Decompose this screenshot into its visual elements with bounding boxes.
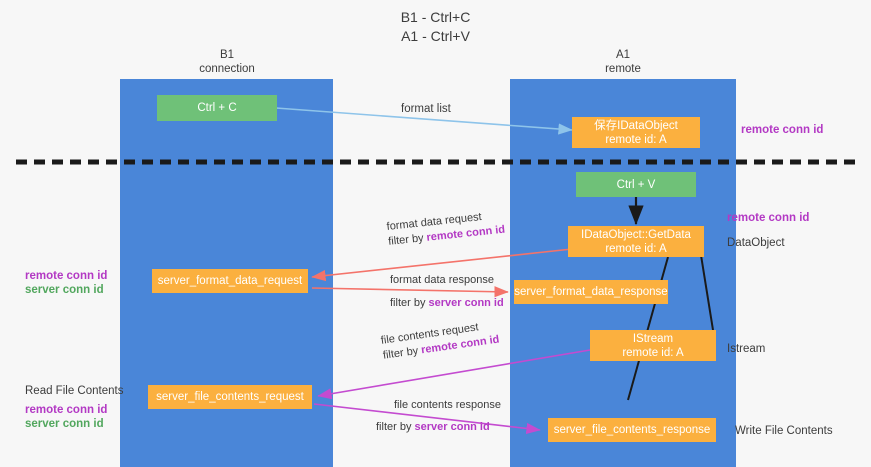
edge-response-istream	[699, 248, 714, 331]
page-title-line2: A1 - Ctrl+V	[401, 28, 470, 44]
node-server-format-data-request[interactable]: server_format_data_request	[152, 269, 308, 293]
node-server-file-contents-request-label: server_file_contents_request	[156, 391, 304, 403]
column-header-right-name: A1	[615, 49, 631, 61]
annotation-left-bottom-remote-conn-id: remote conn id	[25, 404, 108, 416]
edge-label-file-contents-response: file contents response filter by server …	[376, 398, 502, 435]
node-save-idataobject[interactable]: 保存IDataObject remote id: A	[572, 117, 700, 148]
edge-label-format-data-response: format data response filter by server co…	[390, 273, 504, 311]
filter-key-server-conn-id: server conn id	[414, 421, 490, 433]
edge-getdata-down	[627, 256, 669, 401]
node-server-format-data-response[interactable]: server_format_data_response	[514, 280, 668, 304]
node-server-format-data-response-label: server_format_data_response	[514, 286, 668, 298]
edge-label-file-contents-response-filter: filter by server conn id	[376, 420, 501, 435]
annotation-write-file-contents: Write File Contents	[735, 425, 833, 437]
node-ctrl-c[interactable]: Ctrl + C	[157, 95, 277, 121]
node-server-format-data-request-label: server_format_data_request	[157, 275, 303, 287]
edge-label-format-list: format list	[401, 103, 451, 115]
column-header-left-role: connection	[199, 63, 255, 75]
node-ctrl-v-label: Ctrl + V	[616, 178, 656, 191]
edge-label-file-contents-response-main: file contents response	[394, 399, 502, 411]
edge-label-format-data-response-filter: filter by server conn id	[390, 296, 504, 311]
node-istream-line1: IStream	[632, 332, 674, 345]
column-header-right-role: remote	[605, 63, 641, 75]
annotation-read-file-contents: Read File Contents	[25, 385, 124, 397]
annotation-remote-conn-id-top: remote conn id	[741, 124, 824, 136]
node-ctrl-v[interactable]: Ctrl + V	[576, 172, 696, 197]
node-idataobject-getdata[interactable]: IDataObject::GetData remote id: A	[568, 226, 704, 257]
edge-format-data-request	[311, 248, 573, 282]
edge-label-format-data-response-main: format data response	[390, 274, 494, 286]
page-title: B1 - Ctrl+C A1 - Ctrl+V	[0, 8, 871, 46]
annotation-istream: Istream	[727, 343, 766, 355]
node-getdata-line1: IDataObject::GetData	[581, 228, 691, 241]
edge-format-list	[275, 107, 573, 135]
node-istream[interactable]: IStream remote id: A	[590, 330, 716, 361]
annotation-left-bottom-server-conn-id: server conn id	[25, 418, 104, 430]
annotation-left-mid-remote-conn-id: remote conn id	[25, 270, 108, 282]
node-getdata-line2: remote id: A	[605, 242, 667, 255]
column-header-left: B1 connection	[146, 48, 308, 76]
annotation-dataobject: DataObject	[727, 237, 785, 249]
column-header-left-name: B1	[219, 49, 235, 61]
column-header-right: A1 remote	[542, 48, 704, 76]
node-server-file-contents-response[interactable]: server_file_contents_response	[548, 418, 716, 442]
node-save-idataobject-line1: 保存IDataObject	[594, 119, 678, 132]
node-server-file-contents-response-label: server_file_contents_response	[553, 424, 711, 436]
annotation-left-mid-server-conn-id: server conn id	[25, 284, 104, 296]
node-ctrl-c-label: Ctrl + C	[197, 102, 237, 114]
node-save-idataobject-line2: remote id: A	[605, 133, 667, 146]
page-title-line1: B1 - Ctrl+C	[400, 9, 471, 25]
node-server-file-contents-request[interactable]: server_file_contents_request	[148, 385, 312, 409]
annotation-remote-conn-id-mid: remote conn id	[727, 212, 810, 224]
filter-prefix: filter by	[387, 231, 428, 248]
filter-prefix: filter by	[376, 421, 415, 433]
edge-file-contents-request	[317, 349, 591, 400]
edge-file-contents-response	[313, 403, 541, 435]
filter-key-server-conn-id: server conn id	[428, 297, 504, 309]
filter-prefix: filter by	[382, 344, 423, 362]
filter-prefix: filter by	[390, 297, 429, 309]
edge-format-data-response	[311, 286, 509, 298]
node-istream-line2: remote id: A	[622, 346, 684, 359]
